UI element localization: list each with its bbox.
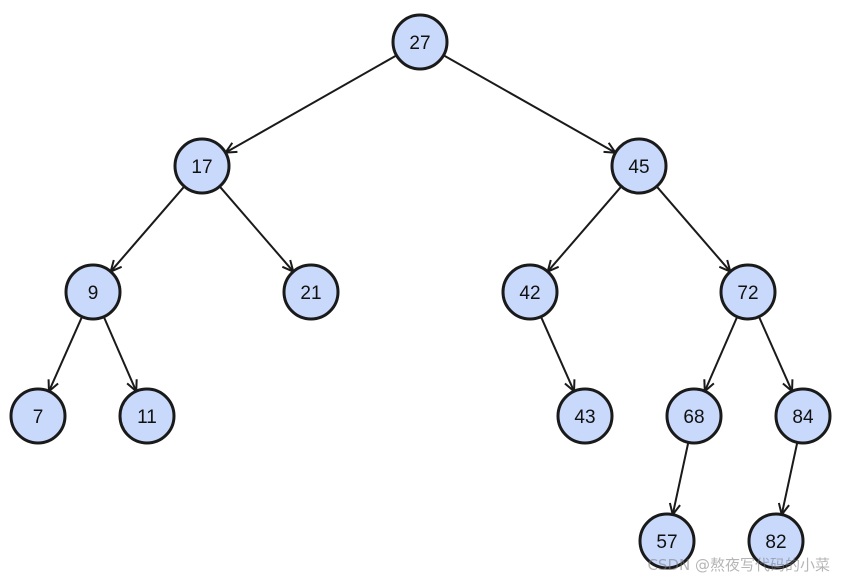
node-label: 17 [191, 157, 212, 178]
tree-node-43: 43 [556, 387, 614, 445]
edge-line [109, 185, 186, 273]
node-circle [747, 512, 805, 570]
tree-node-17: 17 [173, 137, 231, 195]
node-circle [173, 137, 231, 195]
tree-nodes: 27 17 45 9 21 42 72 7 11 43 68 84 57 82 [9, 13, 832, 570]
node-label: 68 [683, 407, 704, 428]
tree-node-68: 68 [665, 387, 723, 445]
edge-n42-n43 [540, 316, 576, 394]
edge-line [671, 442, 690, 515]
node-label: 9 [88, 283, 99, 304]
node-label: 7 [33, 407, 44, 428]
tree-node-82: 82 [747, 512, 805, 570]
node-label: 84 [792, 407, 814, 428]
tree-edges [47, 54, 799, 517]
node-circle [719, 263, 777, 321]
edge-line [546, 185, 623, 273]
edge-line [224, 54, 398, 154]
edge-n27-n45 [443, 54, 618, 154]
tree-node-21: 21 [282, 263, 340, 321]
edge-n17-n21 [218, 185, 295, 274]
edge-line [703, 316, 739, 392]
node-circle [556, 387, 614, 445]
tree-node-57: 57 [638, 512, 696, 570]
node-label: 27 [409, 33, 430, 54]
node-label: 45 [628, 157, 649, 178]
edge-n27-n17 [223, 54, 398, 154]
edge-line [780, 442, 799, 515]
edge-n72-n68 [703, 316, 739, 394]
edge-line [102, 316, 138, 392]
tree-node-84: 84 [774, 387, 832, 445]
node-label: 11 [137, 407, 157, 428]
node-circle [610, 137, 668, 195]
edge-line [655, 185, 732, 273]
node-circle [774, 387, 832, 445]
edge-n45-n42 [546, 185, 623, 274]
node-label: 57 [656, 532, 677, 553]
node-label: 43 [574, 407, 595, 428]
edge-line [218, 185, 295, 273]
node-circle [391, 13, 449, 71]
edge-n72-n84 [758, 316, 794, 394]
tree-node-11: 11 [118, 387, 176, 445]
edge-n45-n72 [655, 185, 732, 274]
node-circle [9, 387, 67, 445]
watermark-text: CSDN @熬夜写代码的小菜 [647, 556, 830, 574]
node-label: 21 [300, 283, 321, 304]
edge-line [48, 316, 83, 392]
edge-n68-n57 [668, 442, 690, 517]
tree-node-9: 9 [64, 263, 122, 321]
edge-n17-n9 [109, 185, 186, 274]
edge-line [443, 54, 616, 154]
node-label: 42 [519, 283, 540, 304]
edge-line [758, 316, 793, 392]
node-circle [118, 387, 176, 445]
tree-node-42: 42 [501, 263, 559, 321]
node-circle [665, 387, 723, 445]
tree-node-27: 27 [391, 13, 449, 71]
edge-n84-n82 [777, 442, 799, 517]
tree-node-72: 72 [719, 263, 777, 321]
edge-n9-n11 [102, 316, 138, 394]
node-circle [501, 263, 559, 321]
edge-n9-n7 [47, 316, 83, 394]
tree-node-45: 45 [610, 137, 668, 195]
node-label: 72 [737, 283, 758, 304]
tree-node-7: 7 [9, 387, 67, 445]
node-circle [64, 263, 122, 321]
node-circle [282, 263, 340, 321]
edge-line [540, 316, 575, 392]
node-label: 82 [765, 532, 786, 553]
node-circle [638, 512, 696, 570]
